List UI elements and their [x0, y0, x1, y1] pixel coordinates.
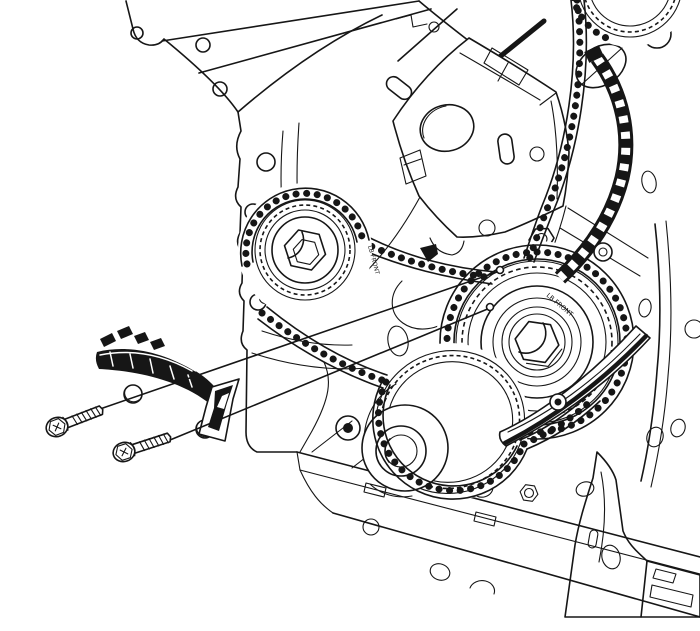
front-cover-mounting-plate: Front cover mounting plate [385, 37, 570, 257]
timing-chain: Timing drive chain [257, 0, 601, 500]
chain-guide: Timing chain guide being installed [95, 326, 240, 442]
bolt-axis-lines: Bolt installation axis leader lines [99, 265, 505, 441]
guide-bolt-upper: Chain guide bolt (upper) [45, 405, 104, 438]
lower-chain-guide: Lower fixed timing chain guide [498, 325, 651, 447]
left-drive-sprocket: Left intermediate drive chain sprocket L… [238, 183, 381, 317]
upper-sprocket: Upper camshaft sprocket (partially visib… [569, 0, 691, 47]
upper-chain-guide: Upper fixed timing chain guide [554, 45, 634, 284]
guide-bolt-lower: Chain guide bolt (lower) [112, 432, 172, 463]
